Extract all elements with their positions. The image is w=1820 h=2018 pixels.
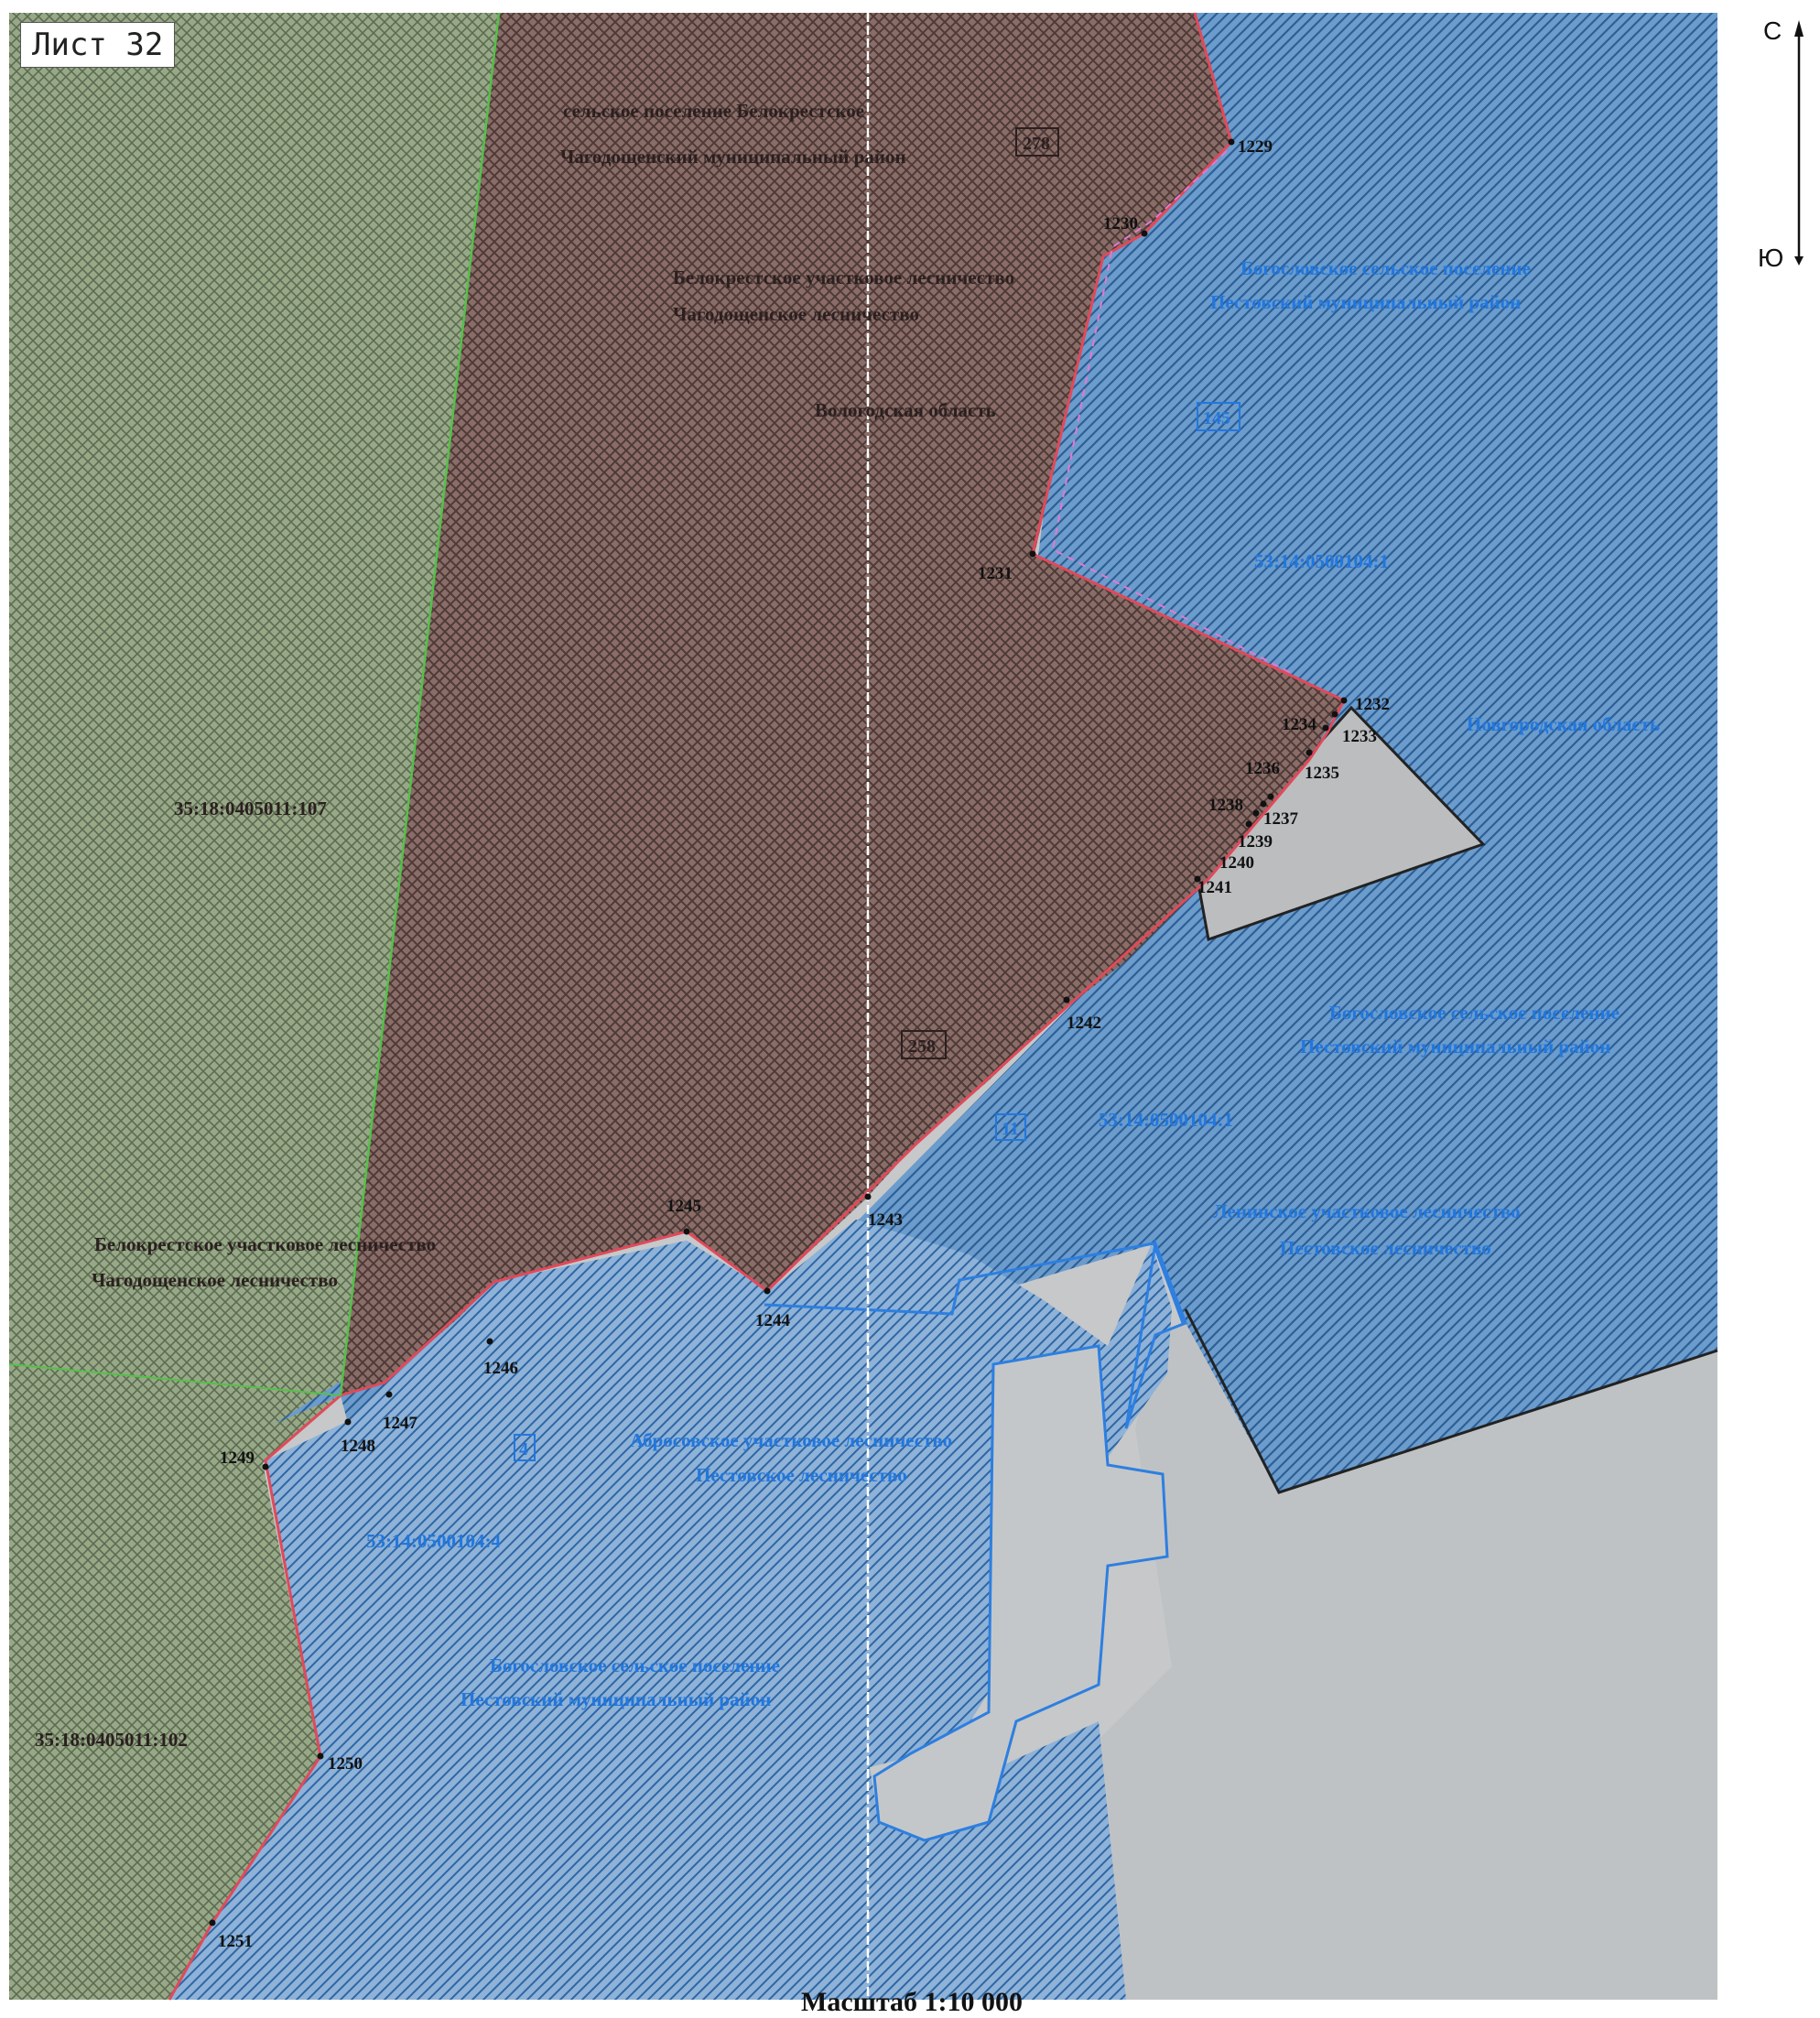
label-bogo-settlement-2: Богословское сельское поселение (1329, 1002, 1620, 1024)
label-chag-forestry-top: Чагодощенское лесничество (673, 303, 919, 325)
point-1232: 1232 (1355, 695, 1390, 714)
blue-forest-pocket-1 (872, 1344, 1169, 1842)
label-cad-4: 53:14:0500104:4 (366, 1530, 501, 1552)
code-box-258 (901, 1030, 947, 1059)
label-pest-forestry-2: Пестовское лесничество (696, 1464, 907, 1486)
green-boundary (339, 12, 501, 1396)
point-1251: 1251 (218, 1932, 253, 1951)
label-bel-settlement: сельское поселение Белокрестское (563, 100, 864, 122)
point-1244: 1244 (755, 1311, 791, 1330)
label-novgorod-region: Новгородская область (1467, 713, 1660, 735)
label-bogo-settlement-1: Богословское сельское поселение (1240, 257, 1531, 279)
point-1245: 1245 (666, 1197, 701, 1216)
label-cad-145: 53:14:0500104:1 (1254, 550, 1389, 572)
point-1236: 1236 (1245, 759, 1280, 778)
blue-forest-pocket-2 (1124, 1238, 1187, 1429)
label-bogo-settlement-3: Богословское сельское поселение (490, 1655, 780, 1676)
red-boundary (168, 12, 1347, 2001)
compass-south: Ю (1758, 244, 1784, 272)
blue-forest-line (764, 1242, 1185, 1324)
map-scale: Масштаб 1:10 000 (801, 1987, 1024, 2017)
green-parcel-zone (9, 13, 499, 2000)
label-pest-district-3: Пестовский муниципальный район (460, 1688, 771, 1710)
label-pest-district-2: Пестовский муниципальный район (1300, 1036, 1610, 1058)
point-1239: 1239 (1238, 832, 1273, 852)
label-len-forest: Ленинское участковое лесничество (1213, 1200, 1521, 1222)
code-box-278 (1015, 127, 1059, 157)
boundary-points (209, 138, 1348, 1926)
point-1247: 1247 (383, 1414, 418, 1433)
point-1237: 1237 (1263, 809, 1299, 829)
gray-zone (1099, 1323, 1717, 2000)
point-1249: 1249 (220, 1448, 255, 1468)
code-145: 145 (1203, 408, 1230, 429)
code-box-4 (514, 1434, 536, 1461)
label-abr-forest: Абросовское участковое лесничество (630, 1429, 952, 1451)
point-1235: 1235 (1305, 764, 1339, 783)
compass-north: С (1763, 16, 1782, 45)
point-1250: 1250 (328, 1754, 363, 1774)
point-1243: 1243 (868, 1210, 903, 1230)
point-1242: 1242 (1067, 1014, 1101, 1033)
code-4: 4 (519, 1439, 528, 1459)
point-1246: 1246 (483, 1359, 518, 1378)
point-1241: 1241 (1197, 878, 1232, 897)
point-1233: 1233 (1342, 727, 1377, 746)
sheet-label: Лист 32 (20, 22, 176, 68)
point-1248: 1248 (341, 1437, 375, 1456)
north-arrow-head (1794, 20, 1804, 37)
green-boundary-lower (8, 1363, 341, 1396)
point-1238: 1238 (1208, 796, 1243, 815)
label-pest-forestry-1: Пестовское лесничество (1280, 1237, 1491, 1259)
code-box-11 (995, 1113, 1026, 1141)
blue-zone-145-upper (1036, 13, 1717, 1492)
label-vologda-region: Вологодская область (815, 399, 996, 421)
label-bel-forest-top: Белокрестское участковое лесничество (673, 266, 1014, 288)
code-258: 258 (908, 1036, 936, 1057)
label-cad-102: 35:18:0405011:102 (35, 1729, 188, 1751)
label-cad-11: 53:14:0500104:1 (1099, 1109, 1233, 1131)
label-chag-forestry-left: Чагодощенское лесничество (92, 1269, 338, 1291)
point-1240: 1240 (1219, 853, 1254, 873)
south-arrow-head (1794, 256, 1804, 266)
label-cad-107: 35:18:0405011:107 (174, 797, 327, 819)
point-1231: 1231 (978, 564, 1013, 583)
point-1230: 1230 (1103, 214, 1138, 233)
label-pest-district-1: Пестовский муниципальный район (1210, 291, 1521, 313)
label-bel-forest-left: Белокрестское участковое лесничество (94, 1233, 436, 1255)
code-box-145 (1197, 402, 1240, 431)
label-chag-district: Чагодощенский муниципальный район (560, 146, 906, 168)
brown-zone-258 (341, 13, 1344, 1395)
black-boundary (1184, 1308, 1718, 1494)
point-1234: 1234 (1282, 715, 1317, 734)
code-11: 11 (1002, 1119, 1019, 1139)
pink-boundary (1051, 150, 1292, 674)
point-1229: 1229 (1238, 137, 1273, 157)
code-278: 278 (1023, 134, 1050, 154)
